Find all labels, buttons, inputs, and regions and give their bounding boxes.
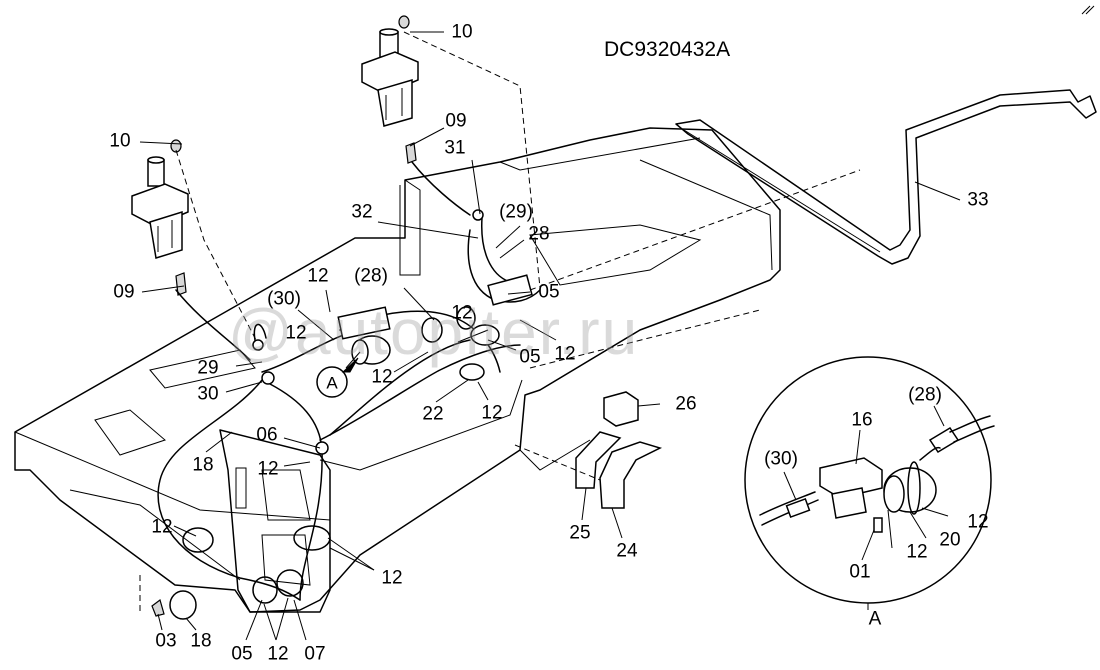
rear-bulkhead bbox=[219, 429, 331, 613]
callout-26: 26 bbox=[675, 393, 697, 415]
callout-12-e: 12 bbox=[371, 366, 393, 388]
seal-strip bbox=[675, 89, 1097, 265]
callout-12-d: 12 bbox=[554, 343, 576, 365]
chassis-frame bbox=[14, 127, 781, 613]
callout-06: 06 bbox=[256, 424, 278, 446]
callout-29-paren: (29) bbox=[499, 201, 533, 223]
view-a-marker bbox=[316, 357, 359, 398]
detail-view-label: A bbox=[868, 608, 882, 630]
callout-07: 07 bbox=[304, 643, 326, 665]
callout-33: 33 bbox=[967, 189, 989, 211]
pad-parts bbox=[575, 391, 663, 509]
callout-32: 32 bbox=[351, 201, 373, 223]
watermark: @autopiter.ru bbox=[228, 296, 640, 368]
detail-callout-28-paren: (28) bbox=[908, 384, 942, 406]
hose-clamps bbox=[151, 306, 476, 620]
callout-09-top: 09 bbox=[445, 110, 467, 132]
callout-03: 03 bbox=[155, 630, 177, 652]
detail-callout-12-l: 12 bbox=[906, 541, 928, 563]
callout-24: 24 bbox=[616, 540, 638, 562]
callout-12-bot: 12 bbox=[267, 643, 289, 665]
hose-routing bbox=[157, 161, 541, 601]
callout-18-mid: 18 bbox=[192, 454, 214, 476]
callout-22: 22 bbox=[422, 403, 444, 425]
detail-callout-16: 16 bbox=[851, 409, 873, 431]
callout-18-bot: 18 bbox=[190, 630, 212, 652]
pilot-valve-left bbox=[131, 139, 189, 296]
callout-05-mid: 05 bbox=[519, 346, 541, 368]
callout-12-f: 12 bbox=[481, 402, 503, 424]
callout-12-c: 12 bbox=[285, 322, 307, 344]
callout-30-paren: (30) bbox=[267, 288, 301, 310]
leader-lines bbox=[139, 31, 961, 641]
callout-12-a: 12 bbox=[307, 265, 329, 287]
callout-29: 29 bbox=[197, 357, 219, 379]
callout-12-i: 12 bbox=[381, 567, 403, 589]
callout-05-bot: 05 bbox=[231, 643, 253, 665]
detail-view-a bbox=[744, 356, 995, 610]
drawing-code: DC9320432A bbox=[604, 38, 731, 61]
callout-10-top: 10 bbox=[451, 21, 473, 43]
callout-09-left: 09 bbox=[113, 281, 135, 303]
callout-28: 28 bbox=[528, 223, 550, 245]
callout-30: 30 bbox=[197, 383, 219, 405]
callout-31: 31 bbox=[444, 137, 466, 159]
callout-05-right: 05 bbox=[538, 281, 560, 303]
callout-10-left: 10 bbox=[109, 130, 131, 152]
view-a-marker-label: A bbox=[326, 373, 338, 393]
detail-callout-30-paren: (30) bbox=[764, 448, 798, 470]
callout-12-g: 12 bbox=[257, 458, 279, 480]
pilot-valve-top bbox=[361, 15, 419, 164]
callout-12-b: 12 bbox=[451, 302, 473, 324]
detail-callout-12-r: 12 bbox=[967, 511, 989, 533]
corner-mark bbox=[1081, 5, 1095, 15]
callout-28-paren: (28) bbox=[354, 265, 388, 287]
callout-12-h: 12 bbox=[151, 516, 173, 538]
phantom-lines bbox=[139, 31, 861, 615]
detail-callout-20: 20 bbox=[939, 529, 961, 551]
callout-25: 25 bbox=[569, 522, 591, 544]
detail-callout-01: 01 bbox=[849, 561, 871, 583]
